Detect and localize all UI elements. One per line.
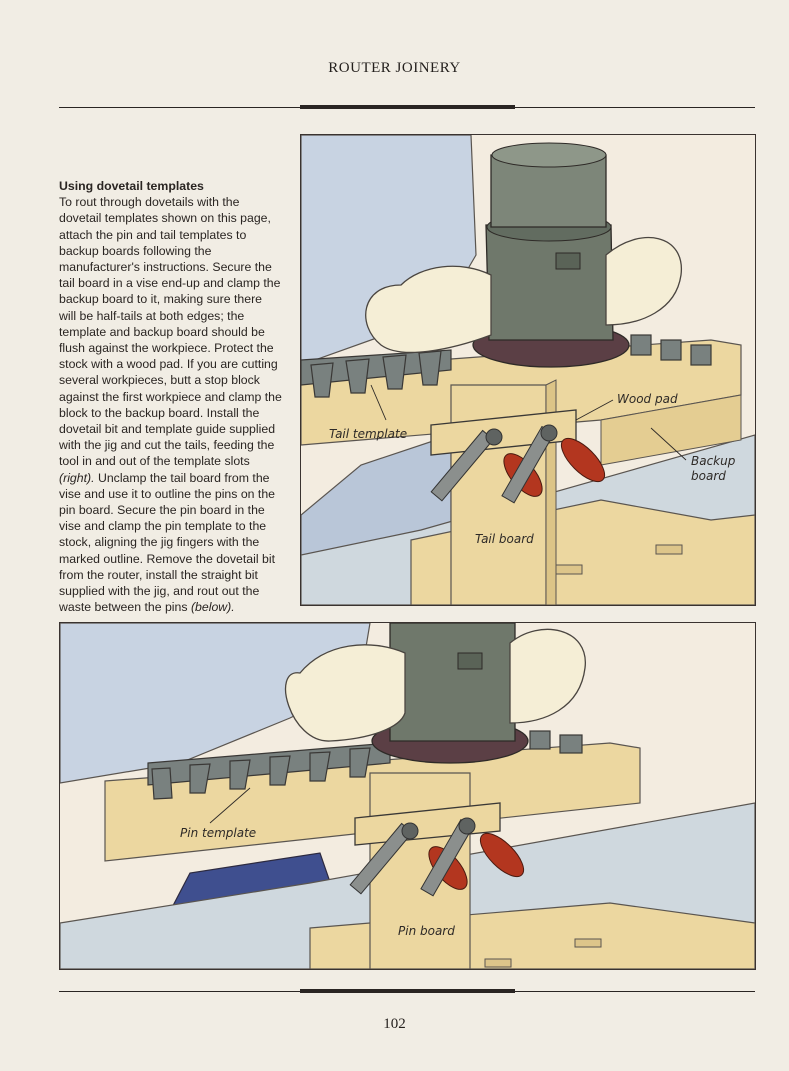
label-wood-pad: Wood pad — [617, 392, 678, 406]
clamp-2 — [501, 424, 606, 504]
label-tail-template: Tail template — [329, 427, 407, 441]
running-header: ROUTER JOINERY — [328, 60, 461, 76]
ref-right: (right). — [59, 470, 95, 485]
page-number: 102 — [383, 1016, 406, 1032]
header-rule-accent — [300, 105, 515, 109]
header-rule — [59, 105, 755, 109]
instruction-text: Using dovetail templates To rout through … — [59, 178, 282, 615]
label-pin-board: Pin board — [398, 924, 455, 938]
body-text-continued: Unclamp the tail board from the vise and… — [59, 470, 276, 615]
label-backup-board-line2: board — [691, 469, 726, 483]
label-backup-board-line1: Backup — [691, 454, 736, 468]
ref-below: (below). — [190, 600, 235, 615]
label-pin-template: Pin template — [180, 826, 256, 840]
footer-rule-accent — [300, 989, 515, 993]
label-tail-board: Tail board — [475, 532, 534, 546]
footer-rule — [59, 989, 755, 993]
section-title: Using dovetail templates — [59, 179, 204, 193]
body-text-main: To rout through dovetails with the dovet… — [59, 195, 282, 469]
pin-routing-drawing: Pin template Pin board — [60, 623, 755, 969]
illustration-pin-routing: Pin template Pin board — [59, 622, 756, 970]
tail-routing-drawing: Tail template Wood pad Backup board Tail… — [301, 135, 755, 605]
illustration-tail-routing: Tail template Wood pad Backup board Tail… — [300, 134, 756, 606]
